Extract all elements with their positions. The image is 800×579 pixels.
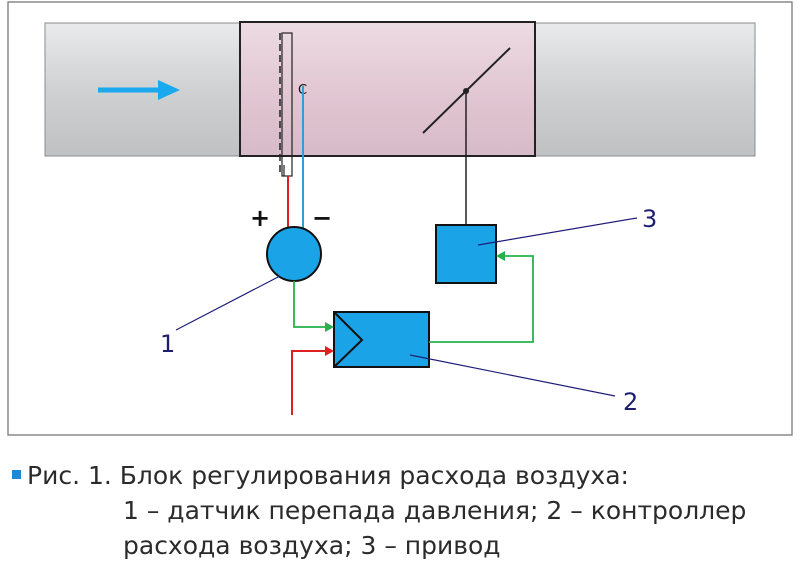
diagram-frame [7,1,793,436]
callout-3: 3 [642,205,657,233]
caption-line-1: Рис. 1. Блок регулирования расхода возду… [12,458,792,493]
leader-2 [409,354,616,397]
controller-input-chevron [333,311,364,368]
figure-caption: Рис. 1. Блок регулирования расхода возду… [12,458,792,563]
controller [333,311,430,368]
leader-3 [477,217,638,246]
red-arrowhead-icon [325,346,334,356]
signal-sensor-to-controller [293,281,326,328]
green-arrowhead-icon [325,322,334,332]
plus-sign: + [250,204,270,232]
actuator [435,224,497,284]
callout-1: 1 [160,330,175,358]
callout-2: 2 [623,388,638,416]
airflow-arrow-icon [98,80,180,100]
bullet-icon [12,470,21,479]
signal-controller-to-actuator [429,255,534,343]
setpoint-input [291,350,326,415]
caption-line-2: 1 – датчик перепада давления; 2 – контро… [123,496,747,525]
caption-title: Рис. 1. Блок регулирования расхода возду… [27,461,629,490]
leader-1 [175,275,281,331]
caption-line-3: расхода воздуха; 3 – привод [123,531,501,560]
air-flow-control-diagram: C + − 1 2 3 [7,1,793,436]
regulation-section [239,21,536,157]
minus-sign: − [312,204,332,232]
pressure-sensor [266,226,322,282]
green-arrowhead-icon [496,251,505,261]
